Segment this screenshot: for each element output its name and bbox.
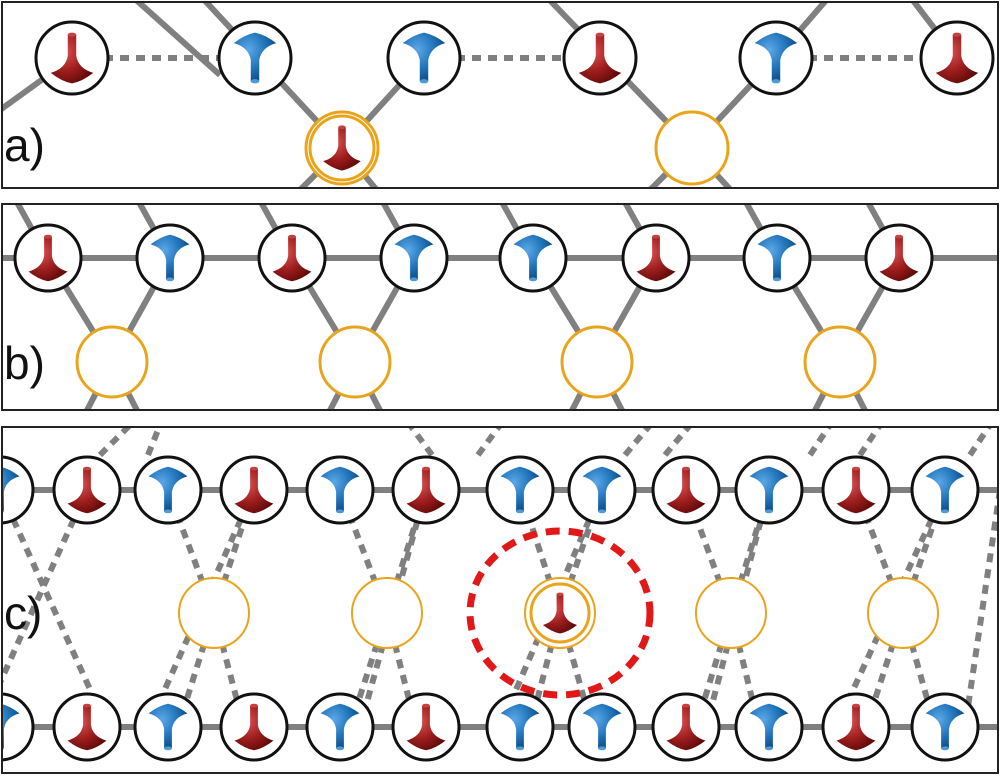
spin-down-icon (67, 466, 107, 514)
panel-c-label: c) (4, 587, 43, 639)
dotted-bond (2, 488, 110, 729)
empty-site (695, 577, 767, 649)
spin-down-icon (406, 703, 446, 751)
panel-b (2, 204, 998, 410)
panel-b-frame (1, 203, 999, 411)
spin-up-icon (148, 703, 188, 751)
spin-down-icon (542, 592, 578, 634)
spin-up-icon (233, 32, 277, 84)
spin-up-icon (320, 703, 360, 751)
panel-a (2, 2, 995, 188)
spin-down-icon (272, 234, 312, 282)
spin-down-icon (578, 32, 622, 84)
spin-up-icon (394, 234, 434, 282)
dotted-bond (807, 427, 833, 457)
spin-up-icon (513, 234, 553, 282)
dotted-bond (2, 488, 90, 686)
empty-site (178, 577, 250, 649)
lattice-site (2, 692, 35, 762)
spin-up-icon (925, 703, 965, 751)
spin-up-icon (582, 466, 622, 514)
spin-up-icon (757, 234, 797, 282)
spin-down-icon (50, 32, 94, 84)
empty-site (351, 577, 423, 649)
dotted-bond (407, 427, 435, 457)
spin-down-icon (234, 466, 274, 514)
spin-down-icon (636, 234, 676, 282)
dotted-bond (967, 427, 993, 457)
spin-up-icon (582, 703, 622, 751)
highlight-loop (466, 527, 654, 699)
dotted-bond (475, 427, 503, 457)
dotted-bond (145, 427, 163, 457)
spin-down-icon (234, 703, 274, 751)
spin-up-icon (749, 703, 789, 751)
spin-up-icon (500, 466, 540, 514)
bond (133, 2, 223, 78)
spin-down-icon (935, 32, 979, 84)
dotted-bond (97, 427, 133, 458)
dotted-bond (857, 427, 883, 457)
spin-down-icon (666, 703, 706, 751)
spin-down-icon (836, 703, 876, 751)
spin-down-icon (836, 466, 876, 514)
spin-up-icon (402, 32, 446, 84)
empty-site (560, 325, 634, 399)
empty-site (803, 325, 877, 399)
panel-a-frame (1, 1, 999, 189)
dotted-bond (622, 427, 653, 457)
lattice-site (2, 455, 35, 525)
empty-site (867, 577, 939, 649)
spin-up-icon (320, 466, 360, 514)
spin-down-icon (406, 466, 446, 514)
panel-c (2, 427, 998, 762)
spin-down-icon (67, 703, 107, 751)
spin-down-icon (666, 466, 706, 514)
dotted-bond (662, 427, 693, 457)
panel-b-label: b) (4, 337, 45, 389)
spin-up-icon (148, 466, 188, 514)
dotted-bond (703, 489, 772, 728)
spin-up-icon (754, 32, 798, 84)
empty-site (75, 325, 149, 399)
panel-c-frame (1, 426, 999, 774)
empty-site (318, 325, 392, 399)
spin-up-icon (150, 234, 190, 282)
empty-site (654, 110, 730, 186)
spin-up-icon (749, 466, 789, 514)
spin-down-icon (323, 125, 361, 171)
panel-a-label: a) (4, 119, 45, 171)
spin-up-icon (500, 703, 540, 751)
spin-down-icon (28, 234, 68, 282)
spin-down-icon (879, 234, 919, 282)
spin-up-icon (925, 466, 965, 514)
dotted-bond (962, 489, 998, 728)
